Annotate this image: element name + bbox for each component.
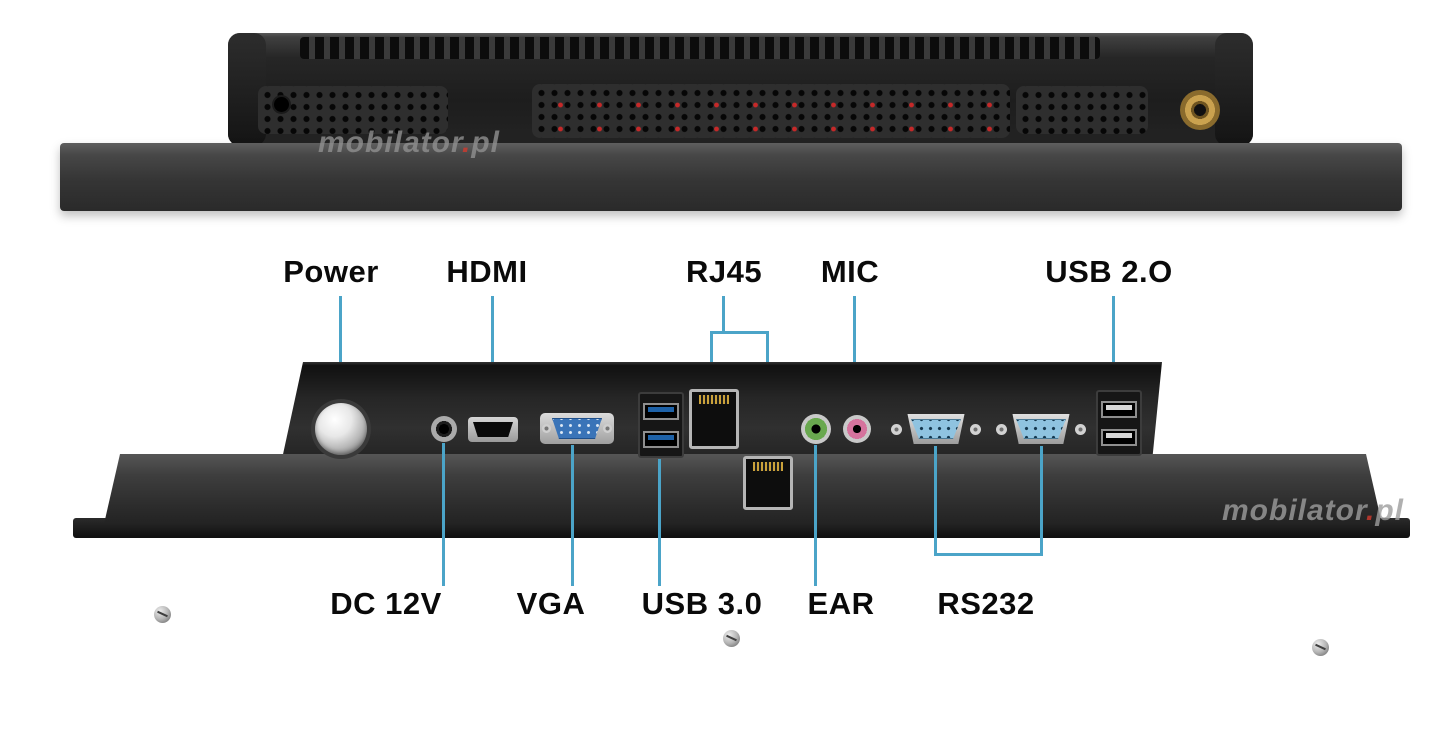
top-vent-slats — [300, 37, 1100, 59]
leader-line-mic — [853, 296, 856, 415]
usb2-ports — [1096, 390, 1142, 456]
leader-line-rs232-bar — [934, 553, 1043, 556]
leader-line-vga — [571, 445, 574, 586]
vga-port-opening — [552, 418, 602, 439]
hdmi-port-opening — [473, 422, 513, 437]
rj45-port-2 — [743, 456, 793, 510]
label-rs232: RS232 — [937, 586, 1035, 621]
db9-connector — [907, 414, 965, 444]
leader-line-rj45-stem — [722, 296, 725, 334]
pinhole — [274, 97, 289, 112]
rj45-contacts — [753, 462, 783, 471]
vga-screw-right — [603, 424, 612, 433]
usb2-port-top — [1101, 400, 1137, 418]
usb3-ports — [638, 392, 684, 458]
watermark-name: mobilator — [318, 126, 463, 159]
ear-jack-port — [801, 414, 831, 444]
leader-line-hdmi — [491, 296, 494, 416]
bezel-screw-left — [154, 606, 171, 623]
leader-line-rj45-bar — [710, 331, 769, 334]
device-front-edge-top-view — [60, 143, 1402, 211]
rj45-port-1 — [689, 389, 739, 449]
vent-holes-right — [1016, 86, 1148, 134]
label-mic: MIC — [820, 254, 880, 289]
device-rear-housing — [228, 33, 1253, 146]
mic-jack-port — [843, 415, 871, 443]
watermark-top: mobilator.pl — [318, 126, 500, 160]
watermark-tld: pl — [1375, 494, 1405, 527]
usb2-tongue — [1106, 432, 1132, 438]
label-usb3: USB 3.0 — [641, 586, 763, 621]
leader-line-ear — [814, 445, 817, 586]
label-hdmi: HDMI — [446, 254, 528, 289]
rs232-nut-right — [970, 423, 981, 435]
rs232-nut-left — [891, 423, 902, 435]
usb2-tongue — [1106, 404, 1132, 410]
leader-line-usb2 — [1112, 296, 1115, 390]
leader-line-rj45-left — [710, 331, 713, 389]
dc-12v-jack-port — [431, 416, 457, 442]
usb3-port-bottom — [643, 430, 679, 448]
antenna-connector — [1180, 90, 1220, 130]
leader-line-power — [339, 296, 342, 402]
bezel-screw-center — [723, 630, 740, 647]
corner-bumper-right — [1215, 33, 1253, 146]
watermark-dot: . — [462, 126, 472, 159]
label-usb2: USB 2.O — [1045, 254, 1173, 289]
rs232-port-2 — [996, 413, 1086, 445]
usb3-tongue — [648, 406, 674, 412]
leader-line-usb3 — [658, 459, 661, 586]
usb2-port-bottom — [1101, 428, 1137, 446]
watermark-name: mobilator — [1222, 494, 1367, 527]
vent-holes-left — [258, 86, 448, 134]
watermark-dot: . — [1366, 494, 1376, 527]
leader-line-dc12v — [442, 443, 445, 586]
rs232-nut-right — [1075, 423, 1086, 435]
watermark-bottom: mobilator.pl — [1222, 494, 1404, 528]
usb3-tongue — [648, 434, 674, 440]
db9-connector — [1012, 414, 1070, 444]
db9-pins — [1016, 419, 1066, 439]
vga-screw-left — [542, 424, 551, 433]
hdmi-port — [468, 417, 518, 442]
vent-holes-center — [532, 84, 1010, 138]
watermark-tld: pl — [471, 126, 501, 159]
leader-line-rs232-right — [1040, 446, 1043, 556]
rs232-port-1 — [891, 413, 981, 445]
rj45-contacts — [699, 395, 729, 404]
usb3-port-top — [643, 402, 679, 420]
label-rj45: RJ45 — [685, 254, 763, 289]
vga-port — [540, 413, 614, 444]
label-vga: VGA — [516, 586, 586, 621]
power-button-port — [315, 403, 367, 455]
leader-line-rs232-left — [934, 446, 937, 556]
db9-pins — [911, 419, 961, 439]
label-ear: EAR — [807, 586, 875, 621]
label-dc12v: DC 12V — [330, 586, 442, 621]
label-power: Power — [283, 254, 379, 289]
rs232-nut-left — [996, 423, 1007, 435]
bezel-screw-right — [1312, 639, 1329, 656]
